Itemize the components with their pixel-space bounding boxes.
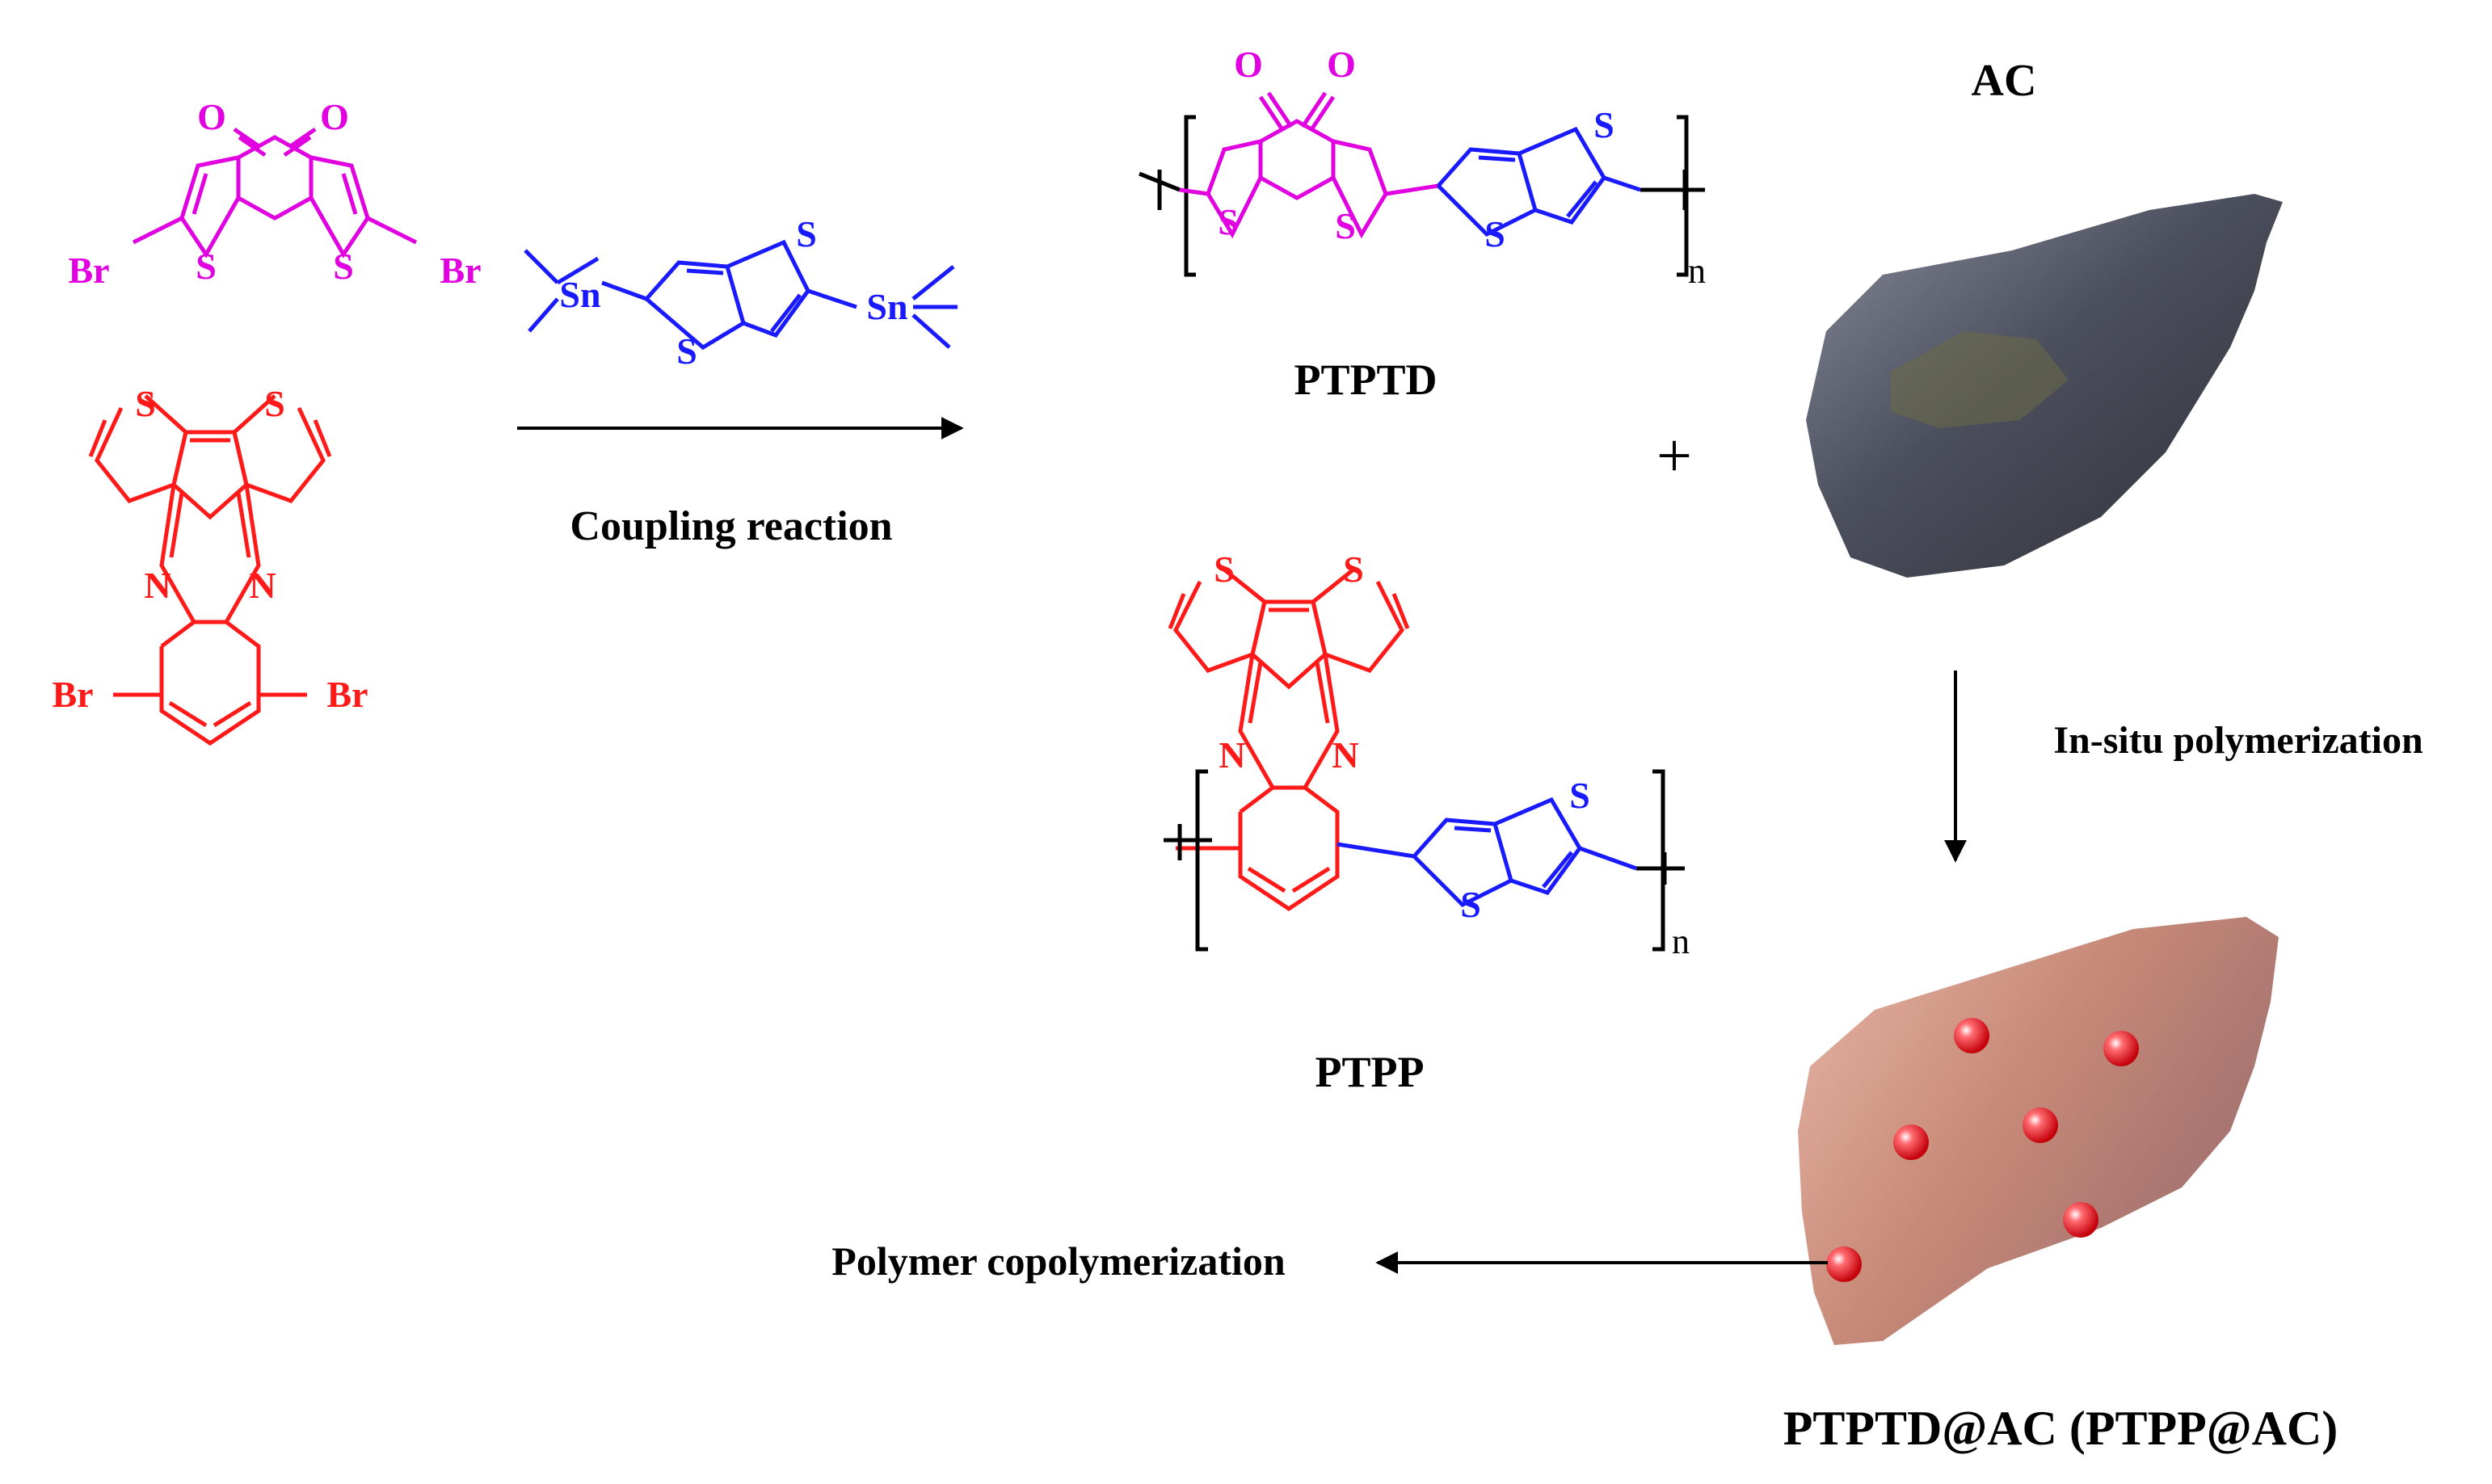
dibromo-phenazine-monomer — [88, 394, 332, 746]
ptpp-name: PTPP — [1315, 1048, 1425, 1096]
ptptd-s-2: S — [1335, 205, 1356, 246]
coupling-reaction-label: Coupling reaction — [570, 503, 892, 549]
diketone-o-left: O — [197, 96, 226, 137]
ptpp-n-right: N — [1332, 734, 1358, 776]
ptpp-s-right: S — [1343, 549, 1364, 590]
ptptd-structure — [1139, 91, 1705, 277]
polymer-dot — [1893, 1125, 1929, 1160]
ptptd-n-subscript: n — [1688, 251, 1706, 291]
polymer-dots — [1826, 1018, 2139, 1282]
phenazine-br-right: Br — [326, 674, 368, 715]
ptptd-name: PTPTD — [1294, 355, 1437, 404]
ptpp-n-left: N — [1219, 734, 1245, 776]
insitu-polymerization-label: In-situ polymerization — [2053, 719, 2423, 762]
polymer-dot — [1954, 1018, 1989, 1053]
phenazine-s-right: S — [264, 383, 285, 424]
phenazine-n-left: N — [144, 565, 170, 606]
stannyl-s-bottom: S — [676, 330, 697, 372]
diketone-s-right: S — [333, 246, 354, 287]
ac-label: AC — [1972, 56, 2037, 106]
stannyl-sn-left: Sn — [559, 274, 600, 315]
ptptd-s-3: S — [1484, 213, 1505, 254]
diketone-br-right: Br — [440, 250, 481, 291]
ac-highlight — [1891, 331, 2069, 428]
ptpp-s-4: S — [1569, 775, 1590, 816]
diketone-o-right: O — [320, 96, 349, 137]
polymer-copolymerization-label: Polymer copolymerization — [831, 1238, 1286, 1284]
diketone-br-left: Br — [68, 250, 109, 291]
polymer-dot — [2103, 1031, 2139, 1066]
composite-name: PTPTD@AC (PTPP@AC) — [1783, 1402, 2338, 1455]
ptpp-s-left: S — [1214, 549, 1235, 590]
ptptd-o-right: O — [1327, 44, 1356, 85]
stannyl-sn-right: Sn — [866, 286, 907, 327]
ptptd-o-left: O — [1234, 44, 1263, 85]
polymer-dot — [1826, 1246, 1862, 1282]
phenazine-br-left: Br — [52, 674, 93, 715]
polymer-dot — [2023, 1108, 2058, 1143]
dibromo-diketone-monomer — [132, 127, 418, 259]
ptpp-structure — [1164, 568, 1685, 952]
ptptd-s-1: S — [1218, 201, 1239, 242]
plus-sign: + — [1656, 420, 1692, 490]
ptpp-s-3: S — [1460, 884, 1481, 925]
stannyl-s-top: S — [796, 213, 817, 254]
phenazine-n-right: N — [249, 565, 276, 606]
diketone-s-left: S — [196, 246, 217, 287]
ptptd-s-4: S — [1593, 104, 1614, 145]
bis-stannyl-thienothiophene — [524, 239, 958, 351]
polymer-dot — [2063, 1202, 2098, 1238]
ptpp-n-subscript: n — [1672, 922, 1690, 961]
phenazine-s-left: S — [135, 383, 156, 424]
